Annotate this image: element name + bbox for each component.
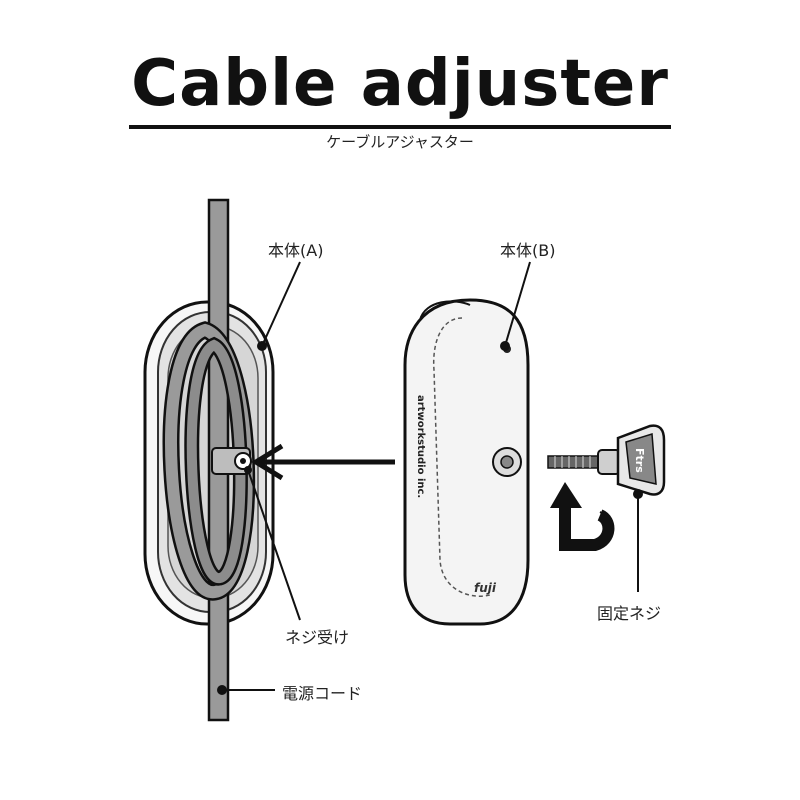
label-body-b: 本体(B) (500, 241, 556, 260)
title-text: Cable adjuster (129, 47, 671, 129)
label-screw-receiver: ネジ受け (285, 628, 350, 647)
fixing-screw: Ftrs (547, 424, 666, 496)
body-b-brand-engraving: artworkstudio inc. (415, 395, 426, 498)
cord-coil (162, 321, 256, 601)
leader-lines (217, 261, 643, 695)
body-b-logo: fuji (474, 581, 497, 595)
rotation-arrow-icon (550, 482, 615, 551)
page-title: Cable adjuster (0, 47, 800, 129)
label-body-a: 本体(A) (268, 241, 324, 260)
label-power-cord: 電源コード (282, 684, 363, 703)
label-fixing-screw: 固定ネジ (597, 604, 662, 623)
screw-receiver (211, 447, 252, 475)
assembly-arrow (251, 443, 395, 481)
body-b: artworkstudio inc. fuji (403, 298, 530, 626)
screw-head-engraving: Ftrs (633, 448, 646, 473)
page-subtitle: ケーブルアジャスター (326, 133, 474, 151)
